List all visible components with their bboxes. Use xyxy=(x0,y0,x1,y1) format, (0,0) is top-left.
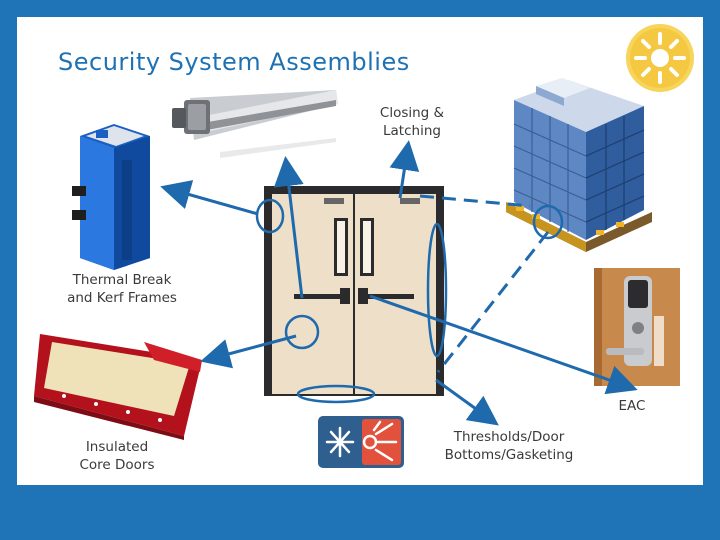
label-thresholds: Thresholds/Door Bottoms/Gasketing xyxy=(444,429,574,463)
dashed-connector-top xyxy=(419,194,531,208)
label-closing-latching: Closing & Latching xyxy=(379,105,445,139)
highlight-threshold xyxy=(296,384,376,404)
double-door-image xyxy=(264,186,444,396)
label-thermal-break: Thermal Break and Kerf Frames xyxy=(67,272,177,306)
arrow-eac xyxy=(369,294,638,395)
arrow-insulated-core xyxy=(200,334,297,369)
arrow-panic-bar xyxy=(273,156,304,299)
slide-title: Security System Assemblies xyxy=(58,48,410,76)
arrow-thermal-break xyxy=(160,180,259,216)
highlight-hinge xyxy=(255,198,285,234)
label-insulated-core: Insulated Core Doors xyxy=(79,439,155,473)
building-image xyxy=(506,78,652,252)
sun-icon xyxy=(626,24,694,92)
arrow-thresholds xyxy=(435,378,499,426)
hot-cold-icon xyxy=(318,416,404,468)
dashed-connector-diagonal xyxy=(436,231,550,373)
highlight-panic-device xyxy=(284,314,320,350)
highlight-gasketing xyxy=(426,222,448,358)
label-eac: EAC xyxy=(618,398,646,414)
arrow-closing-latching xyxy=(389,140,420,199)
panic-bar-image xyxy=(172,90,338,158)
door-core-image xyxy=(34,334,202,440)
frame-profile-image xyxy=(72,124,150,270)
highlight-building xyxy=(532,204,564,240)
